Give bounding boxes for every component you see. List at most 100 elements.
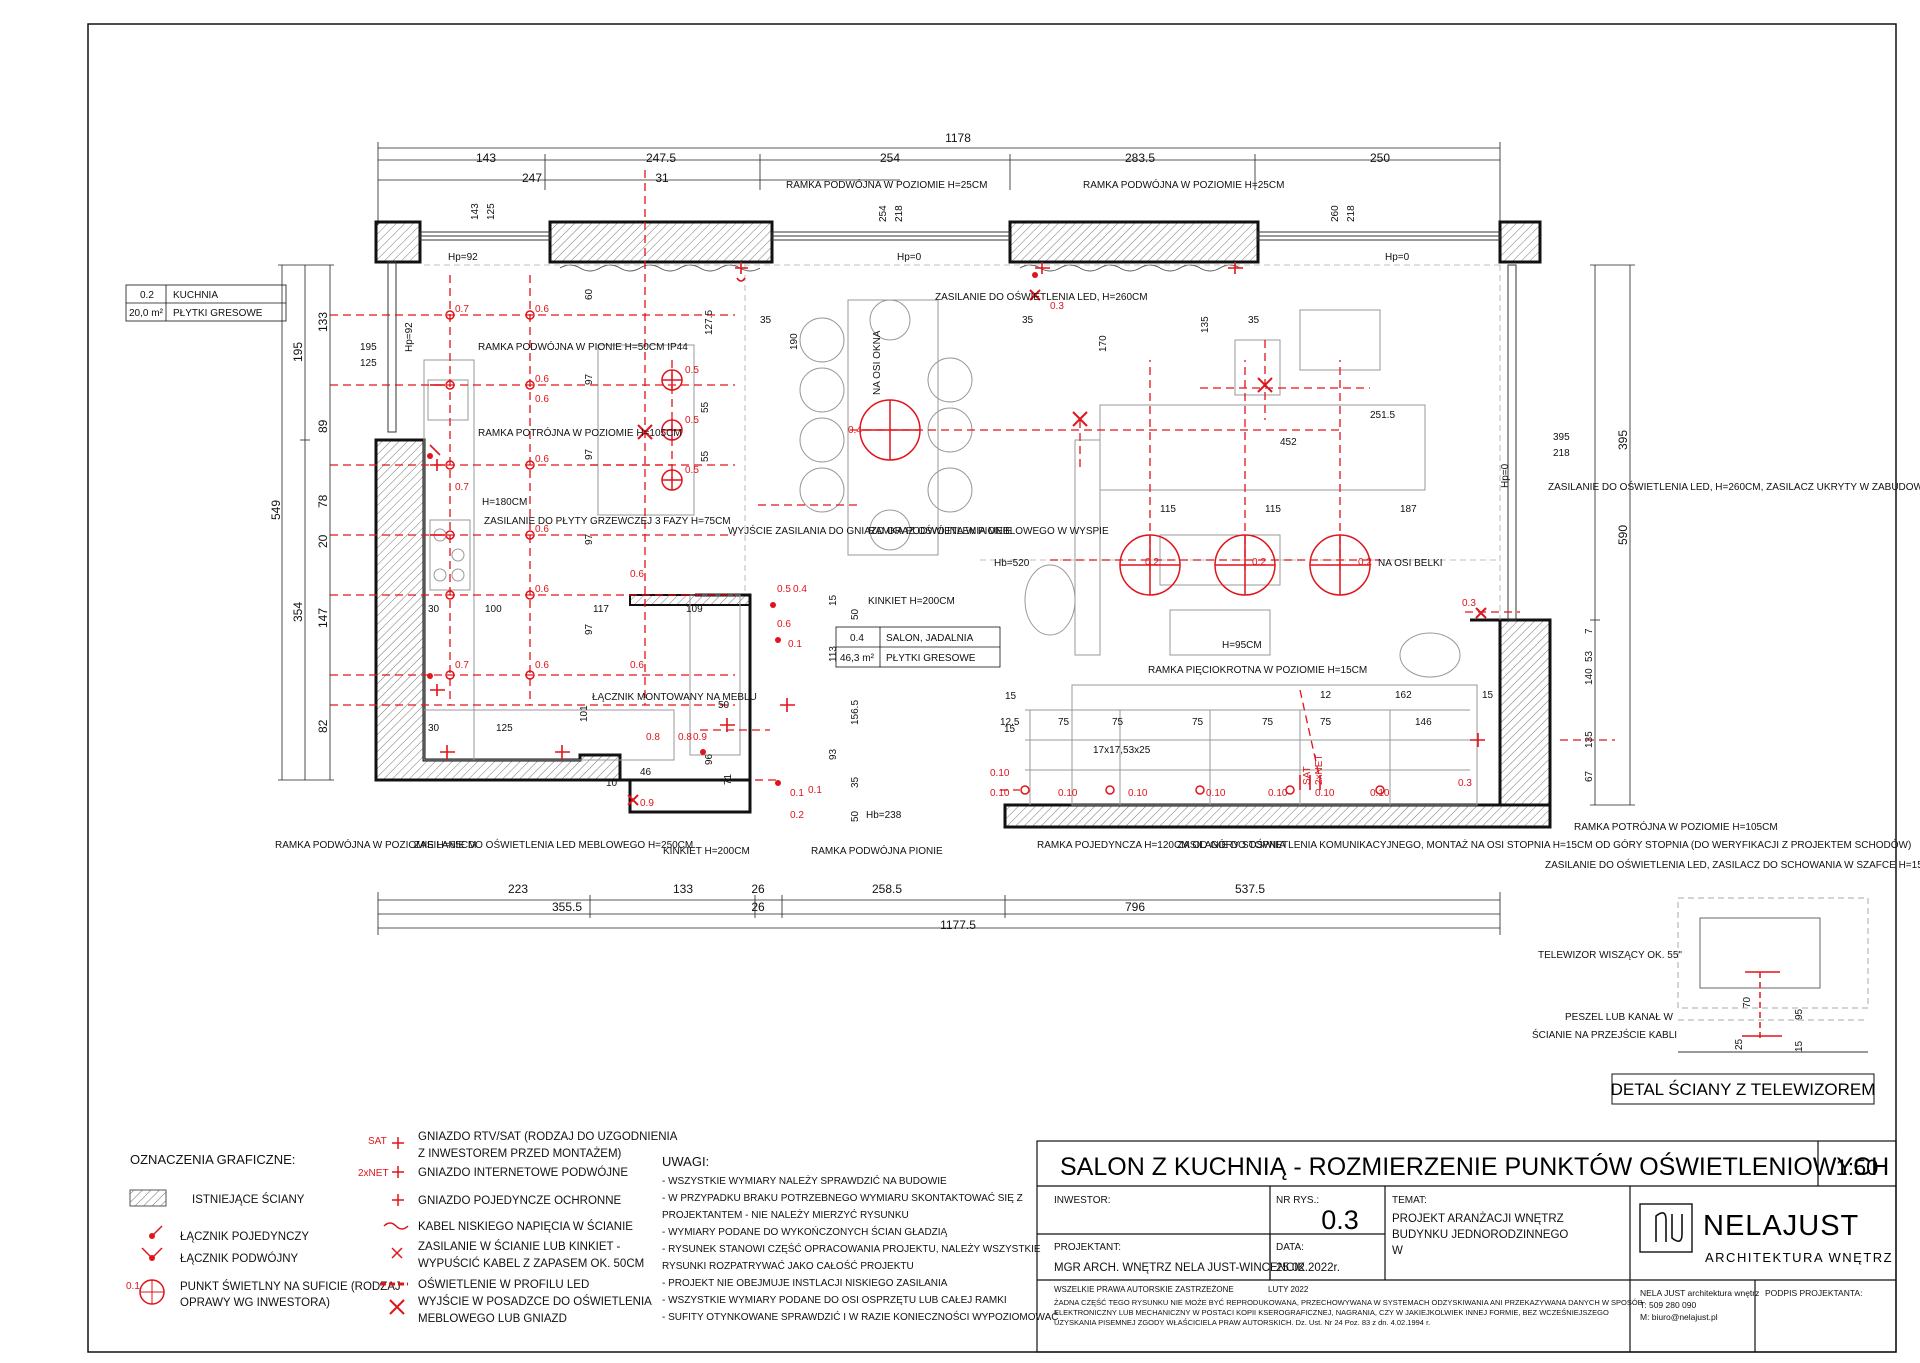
signature-label: PODPIS PROJEKTANTA: (1765, 1288, 1862, 1298)
svg-text:RAMKA PODWÓJNA W POZIOMIE H=25: RAMKA PODWÓJNA W POZIOMIE H=25CM (1083, 178, 1284, 191)
svg-text:PŁYTKI GRESOWE: PŁYTKI GRESOWE (886, 653, 976, 664)
designer-label: PROJEKTANT: (1054, 1242, 1121, 1253)
svg-text:ZASILANIE DO OŚWIETLENIA KOMUN: ZASILANIE DO OŚWIETLENIA KOMUNIKACYJNEGO… (1177, 838, 1911, 851)
legend2-sat-2: Z INWESTOREM PRZED MONTAŻEM) (418, 1147, 622, 1160)
copyright-3: UZYSKANIA PISEMNEJ ZGODY WŁAŚCICIELA PRA… (1054, 1318, 1430, 1327)
legend-ceiling-light-icon (139, 1279, 165, 1305)
brand-logo: NELAJUST ARCHITEKTURA WNĘTRZ (1639, 1203, 1892, 1265)
power-outlets-x (627, 289, 1487, 806)
svg-text:101: 101 (579, 705, 590, 722)
svg-text:395: 395 (1616, 430, 1630, 450)
svg-text:55: 55 (700, 450, 711, 462)
svg-text:0.10: 0.10 (1206, 788, 1226, 799)
curtain-2 (1019, 264, 1241, 272)
svg-text:0.4: 0.4 (793, 584, 807, 595)
investor-label: INWESTOR: (1054, 1195, 1110, 1206)
sheet-no: 0.3 (1321, 1205, 1359, 1235)
svg-text:0.7: 0.7 (455, 304, 469, 315)
dim-small-254: 254 (878, 205, 889, 222)
svg-text:0.8: 0.8 (646, 732, 660, 743)
svg-text:17x17,53x25: 17x17,53x25 (1093, 745, 1151, 756)
svg-text:0.2: 0.2 (1358, 557, 1372, 568)
svg-text:96: 96 (704, 753, 715, 765)
title-text: SALON Z KUCHNIĄ - ROZMIERZENIE PUNKTÓW O… (1060, 1151, 1889, 1181)
svg-text:0.10: 0.10 (1268, 788, 1288, 799)
copyright-date: LUTY 2022 (1268, 1285, 1309, 1294)
svg-text:25: 25 (1734, 1038, 1745, 1050)
svg-text:590: 590 (1616, 525, 1630, 545)
notes-lines: - WSZYSTKIE WYMIARY NALEŻY SPRAWDZIĆ NA … (662, 1174, 1059, 1323)
svg-text:RAMKA PODWÓJNA W PIONIE: RAMKA PODWÓJNA W PIONIE (868, 524, 1012, 537)
svg-text:15: 15 (1004, 724, 1016, 735)
date-value: 25.02.2022r. (1276, 1262, 1340, 1274)
svg-text:109: 109 (686, 604, 703, 615)
svg-text:- RYSUNEK STANOWI CZĘŚĆ OPRACO: - RYSUNEK STANOWI CZĘŚĆ OPRACOWANIA PROJ… (662, 1242, 1041, 1255)
svg-text:35: 35 (760, 315, 772, 326)
svg-text:WYJŚCIE ZASILANIA DO GNIAZD OR: WYJŚCIE ZASILANIA DO GNIAZD ORAZ OŚWIETL… (728, 524, 1109, 537)
svg-text:55: 55 (700, 401, 711, 413)
svg-text:0.4: 0.4 (850, 633, 864, 644)
svg-text:395: 395 (1553, 432, 1570, 443)
svg-text:95: 95 (1794, 1008, 1805, 1020)
svg-text:12.5: 12.5 (1000, 717, 1020, 728)
light-point-circles (445, 310, 1385, 795)
svg-text:0.1: 0.1 (788, 639, 802, 650)
legend2-floor-out-1: WYJŚCIE W POSADZCE DO OŚWIETLENIA (418, 1295, 652, 1308)
legend2-floor-out-2: MEBLOWEGO LUB GNIAZD (418, 1313, 567, 1325)
svg-text:0.6: 0.6 (535, 584, 549, 595)
svg-text:Hp=92: Hp=92 (404, 322, 415, 352)
svg-text:0.10: 0.10 (1058, 788, 1078, 799)
svg-text:PROJEKTANTEM - NIE NALEŻY MIER: PROJEKTANTEM - NIE NALEŻY MIERZYĆ RYSUNK… (662, 1208, 909, 1221)
svg-text:0.3: 0.3 (1462, 598, 1476, 609)
copyright-1: ŻADNA CZĘŚĆ TEGO RYSUNKU NIE MOŻE BYĆ RE… (1054, 1298, 1643, 1307)
svg-text:97: 97 (584, 623, 595, 635)
copyright-head: WSZELKIE PRAWA AUTORSKIE ZASTRZEŻONE (1054, 1285, 1234, 1294)
legend2-led-profile: OŚWIETLENIE W PROFILU LED (418, 1278, 589, 1291)
legend-item-light-1: PUNKT ŚWIETLNY NA SUFICIE (RODZAJ (180, 1280, 401, 1293)
light-value-labels: 0.7 0.6 0.6 0.6 0.7 0.6 0.5 0.5 0.5 0.4 … (455, 301, 1476, 821)
svg-text:RAMKA PIĘCIOKROTNA W POZIOMIE: RAMKA PIĘCIOKROTNA W POZIOMIE H=15CM (1148, 665, 1367, 676)
svg-text:75: 75 (1058, 717, 1070, 728)
legend2-socket: GNIAZDO POJEDYNCZE OCHRONNE (418, 1195, 622, 1207)
dim-bottom-3: 26 (751, 882, 765, 896)
svg-text:46: 46 (640, 767, 652, 778)
svg-text:12: 12 (1320, 690, 1332, 701)
svg-text:RAMKA POTRÓJNA W POZIOMIE H=10: RAMKA POTRÓJNA W POZIOMIE H=105CM (1574, 820, 1778, 833)
svg-text:0.5: 0.5 (685, 415, 699, 426)
svg-text:0.8: 0.8 (678, 732, 692, 743)
svg-text:ZASILANIE DO OŚWIETLENIA LED,: ZASILANIE DO OŚWIETLENIA LED, H=260CM (935, 290, 1148, 303)
dim-left-354: 354 (291, 602, 305, 622)
svg-text:135: 135 (1200, 316, 1211, 333)
svg-text:0.2: 0.2 (790, 810, 804, 821)
svg-text:0.6: 0.6 (535, 524, 549, 535)
svg-text:10: 10 (606, 778, 618, 789)
dim-overall-top: 1178 (945, 131, 971, 145)
svg-text:15: 15 (828, 594, 839, 606)
left-dimensions (278, 264, 334, 781)
legend-item-light-2: OPRAWY WG INWESTORA) (180, 1297, 330, 1309)
svg-text:140: 140 (1584, 668, 1595, 685)
svg-text:71: 71 (723, 773, 734, 785)
legend2-wall-power-2: WYPUŚCIĆ KABEL Z ZAPASEM OK. 50CM (418, 1257, 644, 1270)
svg-text:0.10: 0.10 (1128, 788, 1148, 799)
svg-text:0.6: 0.6 (630, 660, 644, 671)
detail-tv-wall: 70 95 25 15 (1677, 897, 1869, 1053)
dim-bottom-overall: 1177.5 (940, 918, 976, 932)
right-dimensions (1590, 264, 1635, 806)
svg-text:30: 30 (428, 604, 440, 615)
svg-text:97: 97 (584, 373, 595, 385)
svg-text:RAMKA PODWÓJNA W PIONIE H=50CM: RAMKA PODWÓJNA W PIONIE H=50CM IP44 (478, 340, 688, 353)
svg-text:- PROJEKT NIE OBEJMUJE INSTLAC: - PROJEKT NIE OBEJMUJE INSTLACJI NISKIEG… (662, 1278, 948, 1289)
svg-text:Hb=520: Hb=520 (994, 558, 1030, 569)
dim-left-195: 195 (291, 342, 305, 362)
svg-text:133: 133 (316, 312, 330, 332)
svg-text:82: 82 (316, 719, 330, 733)
svg-text:H=95CM: H=95CM (1222, 640, 1262, 651)
svg-text:20: 20 (316, 534, 330, 548)
svg-text:190: 190 (789, 333, 800, 350)
detail-title-box (1611, 1073, 1875, 1105)
svg-text:- WSZYSTKIE WYMIARY NALEŻY SPR: - WSZYSTKIE WYMIARY NALEŻY SPRAWDZIĆ NA … (662, 1174, 947, 1187)
svg-text:RAMKA POTRÓJNA W POZIOMIE H=10: RAMKA POTRÓJNA W POZIOMIE H=105CM (478, 426, 682, 439)
svg-text:0.10: 0.10 (1315, 788, 1335, 799)
